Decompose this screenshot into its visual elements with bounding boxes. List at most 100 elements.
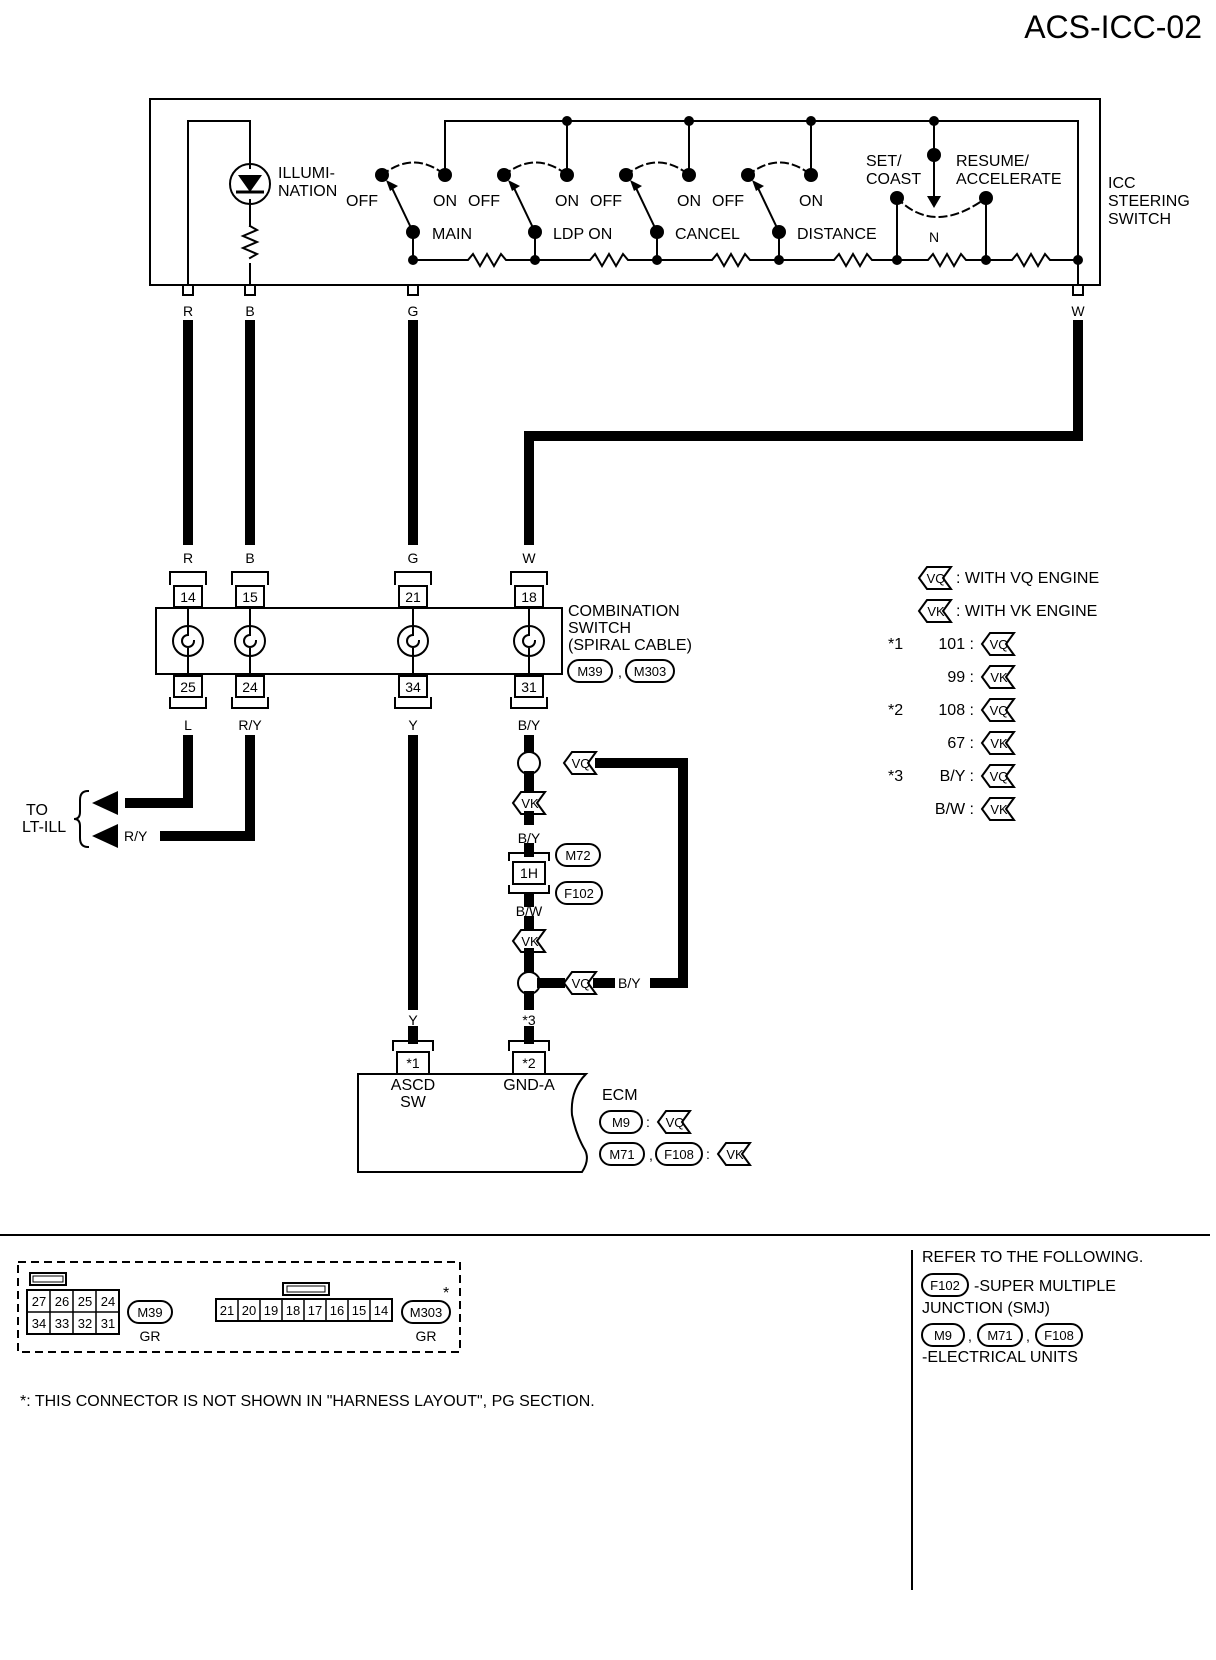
ldp-on-label: ON <box>555 193 579 210</box>
legend-vk-text: : WITH VK ENGINE <box>956 603 1097 620</box>
distance-switch <box>741 161 818 261</box>
connector-f102-text: F102 <box>564 886 594 901</box>
junction-vk-upper: VK <box>521 796 539 811</box>
comb-terminal-24: 24 <box>242 679 258 695</box>
connector-m303-text: M303 <box>634 664 667 679</box>
ecm-vk-badge-text: VK <box>726 1147 744 1162</box>
junction-bw: B/W <box>516 903 543 919</box>
comb-bottom-terminals <box>169 675 548 709</box>
icc-steering-switch-box <box>149 98 1101 286</box>
connector-f102-badge <box>555 881 603 905</box>
refer-m9-badge <box>921 1323 965 1347</box>
illumination-label-1: ILLUMI- <box>278 165 335 182</box>
comma-sep: , <box>968 1328 972 1344</box>
m39-pin: 24 <box>101 1294 115 1309</box>
cancel-switch <box>619 161 696 261</box>
refer-f102-badge <box>921 1273 969 1297</box>
ecm-wire-y: Y <box>408 1012 418 1028</box>
legend-value: 99 : <box>947 669 974 686</box>
legend-value: 101 : <box>938 636 974 653</box>
ecm-terminal-1: *1 <box>406 1055 419 1071</box>
legend-vk-badge: VK <box>927 604 945 619</box>
connector-m39-text: M39 <box>577 664 602 679</box>
legend-value: 67 : <box>947 735 974 752</box>
icc-switch-label-2: STEERING <box>1108 193 1190 210</box>
legend-star: *1 <box>888 636 903 653</box>
comb-top-wire-g: G <box>408 550 419 566</box>
spiral-cable-icon <box>172 606 545 677</box>
legend-star: *3 <box>888 768 903 785</box>
wire-label-w-top: W <box>1071 303 1085 319</box>
m39-pin: 25 <box>78 1294 92 1309</box>
comma-sep: , <box>1026 1328 1030 1344</box>
page-title: ACS-ICC-02 <box>1024 9 1202 45</box>
ldp-switch <box>497 161 574 261</box>
comb-top-wire-r: R <box>183 550 193 566</box>
refer-heading: REFER TO THE FOLLOWING. <box>922 1249 1143 1266</box>
wire-label-r-top: R <box>183 303 193 319</box>
m39-pin: 31 <box>101 1316 115 1331</box>
resume-accel-label-2: ACCELERATE <box>956 171 1062 188</box>
legend-vq-text: : WITH VQ ENGINE <box>956 570 1099 587</box>
switch-top-bus <box>444 120 1079 261</box>
icc-switch-label-1: ICC <box>1108 175 1136 192</box>
connector-m39-badge <box>567 659 613 683</box>
m303-pin: 17 <box>308 1303 322 1318</box>
comb-terminal-34: 34 <box>405 679 421 695</box>
ecm-box <box>357 1073 589 1173</box>
refer-f108-text: F108 <box>1044 1328 1074 1343</box>
connector-f108-text: F108 <box>664 1147 694 1162</box>
refer-m71-badge <box>977 1323 1023 1347</box>
junction-star3: *3 <box>522 1012 535 1028</box>
main-on-label: ON <box>433 193 457 210</box>
arrow-left-icon <box>92 791 118 815</box>
comb-bottom-wire-y: Y <box>408 717 418 733</box>
legend-engine: VQ <box>990 769 1009 784</box>
junction-by-upper: B/Y <box>518 830 541 846</box>
wire-l-to-ltill <box>125 735 193 808</box>
refer-smj-2: JUNCTION (SMJ) <box>922 1300 1050 1317</box>
legend-engine: VK <box>990 736 1008 751</box>
connector-m9-text: M9 <box>612 1115 630 1130</box>
connector-m9-badge <box>599 1110 643 1134</box>
comb-top-terminals <box>169 571 548 608</box>
m303-color: GR <box>416 1328 437 1344</box>
comb-bottom-wire-by: B/Y <box>518 717 541 733</box>
ltill-label-1: TO <box>26 802 48 819</box>
legend-engine: VQ <box>990 637 1009 652</box>
ecm-pin1-label-1: ASCD <box>391 1077 435 1094</box>
comb-terminal-25: 25 <box>180 679 196 695</box>
refer-m71-text: M71 <box>987 1328 1012 1343</box>
junction-vq-upper: VQ <box>572 756 591 771</box>
connector-m303-face <box>215 1282 393 1322</box>
legend-star: *2 <box>888 702 903 719</box>
ltill-brace <box>73 789 90 849</box>
ecm-pin1-label-2: SW <box>400 1094 427 1111</box>
colon-sep: : <box>706 1146 710 1162</box>
m39-name-badge <box>127 1300 173 1324</box>
m303-name-badge <box>401 1300 451 1324</box>
legend-value: B/W : <box>935 801 974 818</box>
legend-engine: VQ <box>990 703 1009 718</box>
connector-m72-text: M72 <box>565 848 590 863</box>
m303-pin: 18 <box>286 1303 300 1318</box>
comb-top-wire-b: B <box>245 550 254 566</box>
ldp-off-label: OFF <box>468 193 500 210</box>
comma-sep: , <box>649 1147 653 1163</box>
splice-point-bottom <box>517 971 541 995</box>
set-resume-switch <box>890 148 993 261</box>
m303-star: * <box>443 1285 449 1302</box>
terminal-1h-box <box>512 861 546 885</box>
m39-name: M39 <box>137 1305 162 1320</box>
ecm-label: ECM <box>602 1087 638 1104</box>
cancel-on-label: ON <box>677 193 701 210</box>
ltill-wire-ry: R/Y <box>124 828 148 844</box>
harness-wire-w <box>524 320 1083 545</box>
wire-label-g-top: G <box>408 303 419 319</box>
m303-pin: 16 <box>330 1303 344 1318</box>
vq-bypass-wire <box>595 758 688 988</box>
ldp-label: LDP ON <box>553 226 612 243</box>
m39-pin: 33 <box>55 1316 69 1331</box>
m303-pin: 15 <box>352 1303 366 1318</box>
m39-pin: 26 <box>55 1294 69 1309</box>
